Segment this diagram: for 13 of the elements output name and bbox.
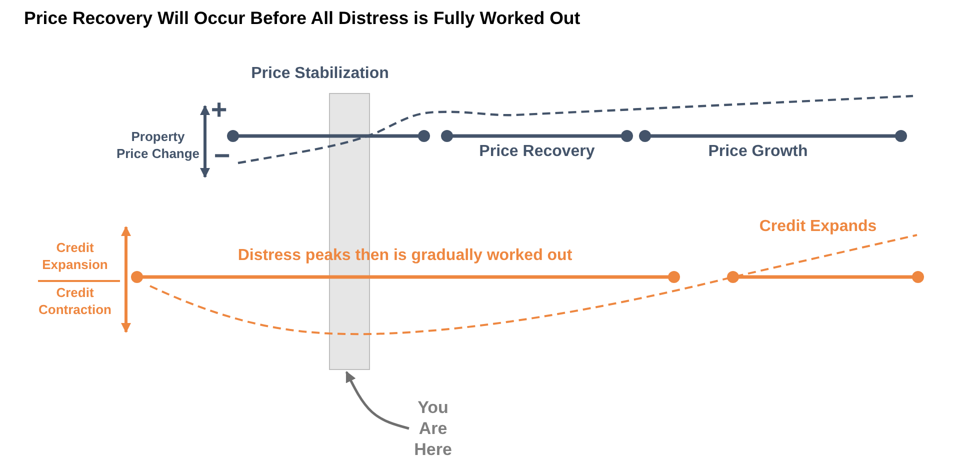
phase-label: Price Recovery: [478, 142, 596, 162]
plus-sign: +: [210, 96, 228, 124]
axis-label: Property Price Change: [115, 128, 201, 162]
band-heading: Price Stabilization: [250, 64, 390, 84]
minus-sign: −: [212, 142, 232, 170]
phase-label: Distress peaks then is gradually worked out: [236, 246, 574, 266]
title: Price Recovery Will Occur Before All Distress is Fully Worked Out: [24, 8, 580, 29]
phase-label: Price Growth: [707, 142, 809, 162]
curved-arrow: [345, 371, 410, 430]
axis-label: Credit Contraction: [38, 284, 112, 318]
callout-text: You Are Here: [409, 397, 457, 460]
axis-label: Credit Expansion: [41, 239, 109, 273]
phase-label: Credit Expands: [758, 217, 878, 237]
